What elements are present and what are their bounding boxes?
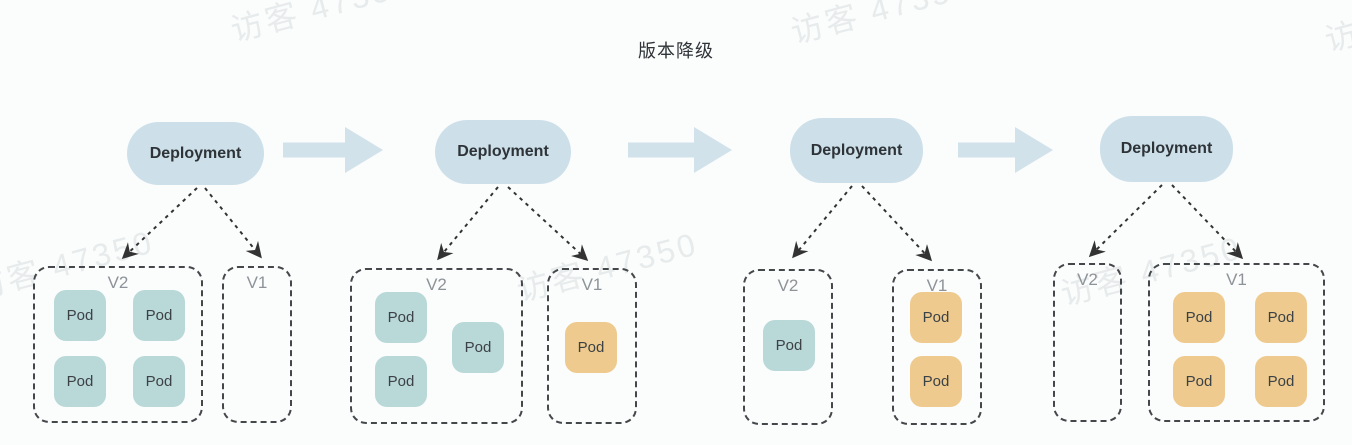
pod-label: Pod	[145, 373, 173, 390]
deployment-node: Deployment	[1100, 116, 1233, 182]
stage-transition-arrow-icon	[283, 127, 383, 173]
dashed-connector-arrow	[121, 187, 198, 260]
stage-transition-arrow-icon	[958, 127, 1053, 173]
version-label: V2	[426, 275, 447, 294]
pod-label: Pod	[775, 337, 803, 354]
pod-node: Pod	[910, 356, 962, 407]
stage2-v2-box: V2	[350, 268, 523, 424]
deployment-label: Deployment	[457, 143, 549, 160]
pod-node: Pod	[1173, 356, 1225, 407]
stage4-v2-box: V2	[1053, 263, 1122, 422]
pod-label: Pod	[1267, 373, 1295, 390]
pod-node: Pod	[1173, 292, 1225, 343]
pod-label: Pod	[387, 309, 415, 326]
pod-label: Pod	[922, 373, 950, 390]
stage2-v1-box: V1	[547, 268, 637, 424]
pod-node: Pod	[1255, 292, 1307, 343]
pod-label: Pod	[1267, 309, 1295, 326]
pod-node: Pod	[565, 322, 617, 373]
pod-node: Pod	[54, 356, 106, 407]
pod-node: Pod	[910, 292, 962, 343]
pod-node: Pod	[133, 290, 185, 341]
deployment-node: Deployment	[127, 122, 264, 185]
pod-node: Pod	[133, 356, 185, 407]
pod-label: Pod	[577, 339, 605, 356]
dashed-connector-arrow	[861, 185, 933, 262]
deployment-label: Deployment	[1120, 140, 1213, 157]
pod-node: Pod	[54, 290, 106, 341]
dashed-connector-arrow	[204, 187, 262, 259]
deployment-node: Deployment	[790, 118, 923, 183]
deployment-label: Deployment	[149, 144, 242, 162]
version-label: V2	[777, 276, 799, 295]
pod-node: Pod	[1255, 356, 1307, 407]
dashed-connector-arrow	[437, 186, 499, 261]
version-label: V2	[1077, 270, 1098, 289]
deployment-label: Deployment	[810, 141, 903, 159]
dashed-connector-arrow	[1088, 184, 1163, 258]
pod-label: Pod	[66, 373, 94, 390]
version-label: V1	[926, 276, 948, 295]
stage1-v2-box: V2	[33, 266, 203, 423]
pod-node: Pod	[375, 356, 427, 407]
diagram-title: 版本降级	[638, 41, 714, 61]
version-label: V1	[1226, 270, 1247, 289]
stage3-v2-box: V2	[743, 269, 833, 425]
pod-node: Pod	[375, 292, 427, 343]
version-label: V1	[581, 275, 603, 294]
pod-label: Pod	[464, 339, 492, 356]
dashed-connector-arrow	[1171, 184, 1244, 260]
stage-transition-arrow-icon	[628, 127, 732, 173]
pod-node: Pod	[763, 320, 815, 371]
stage1-v1-box: V1	[222, 266, 292, 423]
pod-label: Pod	[1185, 309, 1213, 326]
dashed-connector-arrow	[792, 185, 853, 259]
pod-label: Pod	[922, 309, 950, 326]
pod-label: Pod	[1185, 373, 1213, 390]
pod-label: Pod	[387, 373, 415, 390]
pod-label: Pod	[145, 307, 173, 324]
version-label: V1	[246, 273, 268, 292]
pod-label: Pod	[66, 307, 94, 324]
pod-node: Pod	[452, 322, 504, 373]
stage3-v1-box: V1	[892, 269, 982, 425]
deployment-node: Deployment	[435, 120, 571, 184]
stage4-v1-box: V1	[1148, 263, 1325, 422]
dashed-connector-arrow	[507, 186, 589, 262]
version-label: V2	[107, 273, 129, 292]
